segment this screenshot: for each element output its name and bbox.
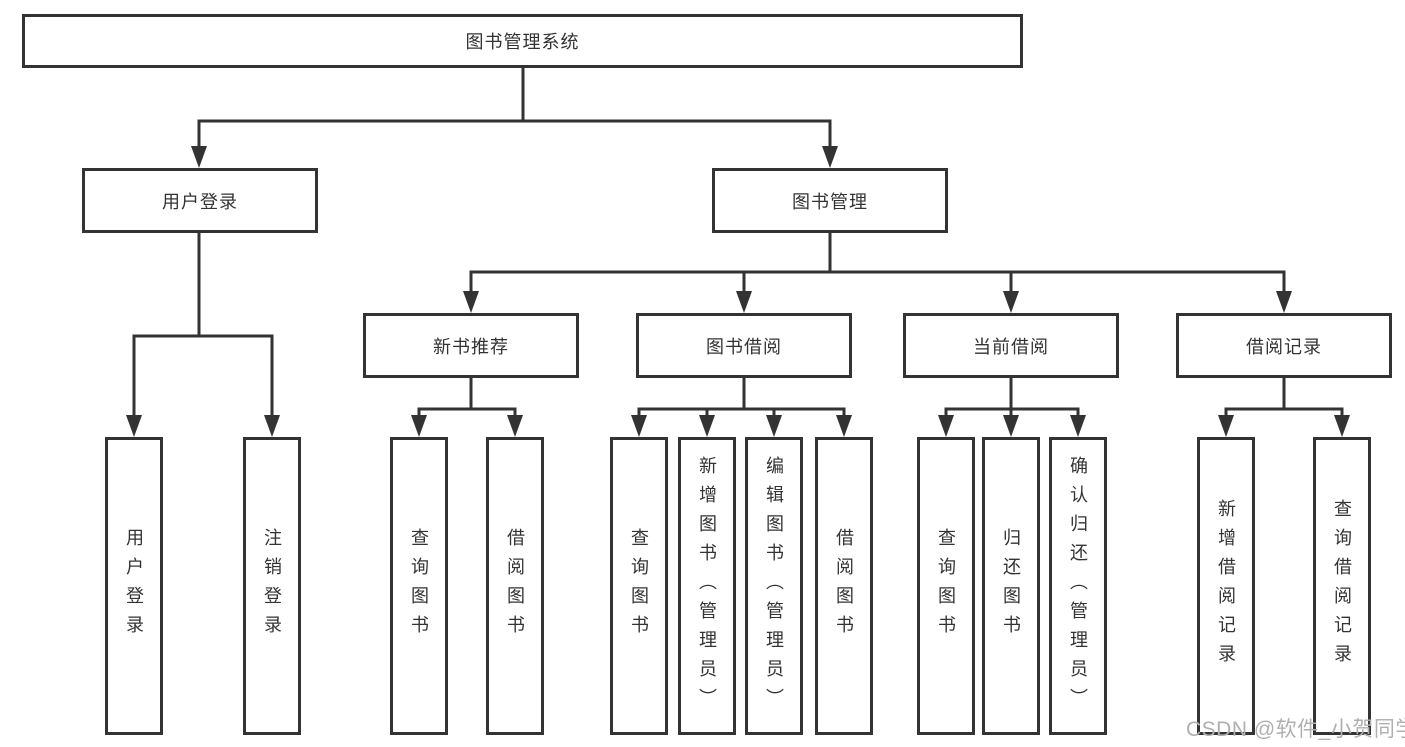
leaf-query-borrow-record: 查询借阅记录 [1313, 437, 1371, 735]
node-library-system: 图书管理系统 [22, 14, 1023, 68]
leaf-add-book-admin: 新增图书（管理员） [678, 437, 736, 735]
arrowhead [463, 291, 479, 313]
node-user-login: 用户登录 [82, 168, 318, 233]
arrowhead [1276, 291, 1292, 313]
branch-new-book-recommend-lines [417, 378, 517, 416]
leaf-return-book: 归还图书 [982, 437, 1040, 735]
leaf-add-book-admin-label: 新增图书（管理员） [697, 455, 717, 717]
leaf-user-login: 用户登录 [105, 437, 163, 735]
node-book-borrow-label: 图书借阅 [706, 336, 782, 357]
leaf-logout-label: 注销登录 [262, 528, 282, 644]
leaf-return-book-label: 归还图书 [1001, 528, 1021, 644]
leaf-query-books-borrow: 查询图书 [610, 437, 668, 735]
leaf-borrow-books-label: 借阅图书 [834, 528, 854, 644]
node-new-book-recommend: 新书推荐 [363, 313, 579, 378]
leaf-query-books-recommend: 查询图书 [390, 437, 448, 735]
branch-user-login-lines [132, 232, 274, 416]
branch-borrow-records [1218, 378, 1350, 437]
arrowhead [766, 415, 782, 437]
arrowhead [1070, 415, 1086, 437]
leaf-borrow-books-recommend: 借阅图书 [486, 437, 544, 735]
branch-book-borrow [631, 378, 852, 437]
branch-book-borrow-lines [637, 378, 846, 416]
branch-borrow-records-lines [1224, 378, 1344, 416]
arrowhead [1218, 415, 1234, 437]
branch-book-management-lines [469, 232, 1286, 292]
leaf-query-books-current: 查询图书 [917, 437, 975, 735]
leaf-logout: 注销登录 [243, 437, 301, 735]
arrowhead [822, 146, 838, 168]
node-book-management-label: 图书管理 [792, 191, 868, 212]
node-borrow-records-label: 借阅记录 [1246, 336, 1322, 357]
node-user-login-label: 用户登录 [162, 191, 238, 212]
branch-new-book-recommend [411, 378, 523, 437]
arrowhead [507, 415, 523, 437]
branch-root-lines [197, 68, 832, 149]
leaf-user-login-label: 用户登录 [124, 528, 144, 644]
node-book-borrow: 图书借阅 [636, 313, 852, 378]
leaf-confirm-return-admin-label: 确认归还（管理员） [1068, 455, 1088, 717]
leaf-confirm-return-admin: 确认归还（管理员） [1049, 437, 1107, 735]
csdn-watermark: CSDN @软件_小贺同学 [1186, 718, 1405, 741]
leaf-edit-book-admin: 编辑图书（管理员） [745, 437, 803, 735]
arrowhead [1334, 415, 1350, 437]
branch-book-management [463, 232, 1292, 313]
arrowhead [699, 415, 715, 437]
arrowhead [1003, 291, 1019, 313]
leaf-borrow-books-recommend-label: 借阅图书 [505, 528, 525, 644]
arrowhead [1003, 415, 1019, 437]
node-book-management: 图书管理 [712, 168, 948, 233]
branch-user-login [126, 232, 280, 437]
arrowhead [836, 415, 852, 437]
leaf-query-borrow-record-label: 查询借阅记录 [1332, 499, 1352, 673]
leaf-add-borrow-record-label: 新增借阅记录 [1216, 499, 1236, 673]
branch-current-borrow [938, 378, 1086, 437]
leaf-edit-book-admin-label: 编辑图书（管理员） [764, 455, 784, 717]
leaf-query-books-recommend-label: 查询图书 [409, 528, 429, 644]
node-library-system-label: 图书管理系统 [465, 32, 580, 52]
arrowhead [126, 415, 142, 437]
leaf-add-borrow-record: 新增借阅记录 [1197, 437, 1255, 735]
leaf-query-books-borrow-label: 查询图书 [629, 528, 649, 644]
branch-current-borrow-lines [944, 378, 1080, 416]
arrowhead [191, 146, 207, 168]
node-current-borrow: 当前借阅 [903, 313, 1119, 378]
branch-root [191, 68, 838, 168]
arrowhead [631, 415, 647, 437]
arrowhead [938, 415, 954, 437]
node-current-borrow-label: 当前借阅 [973, 336, 1049, 357]
node-new-book-recommend-label: 新书推荐 [433, 336, 509, 357]
node-borrow-records: 借阅记录 [1176, 313, 1392, 378]
arrowhead [736, 291, 752, 313]
leaf-borrow-books: 借阅图书 [815, 437, 873, 735]
arrowhead [264, 415, 280, 437]
arrowhead [411, 415, 427, 437]
leaf-query-books-current-label: 查询图书 [936, 528, 956, 644]
